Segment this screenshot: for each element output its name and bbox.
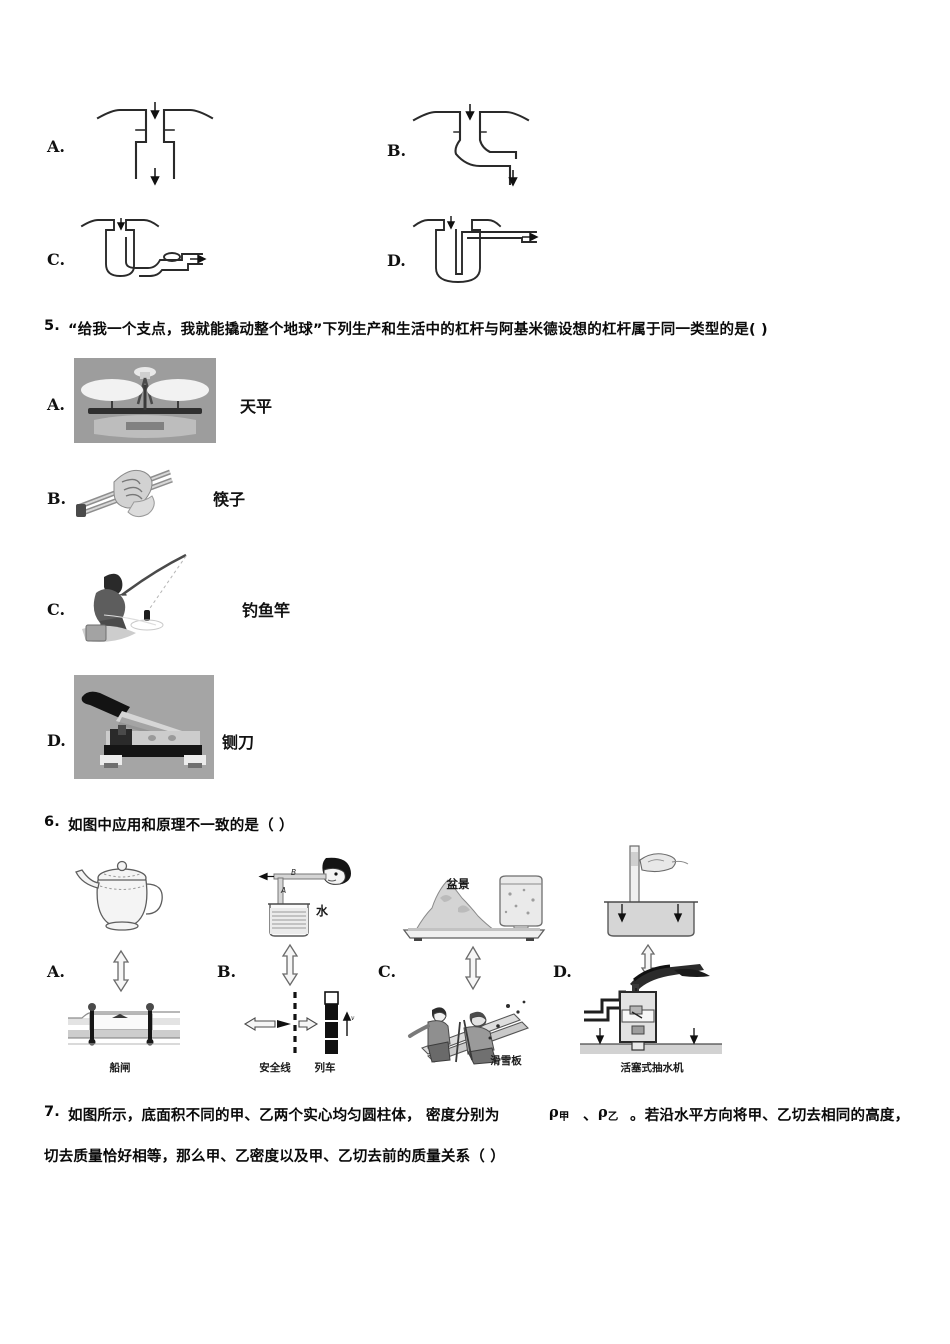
- q5-option-a-label: 天平: [240, 397, 273, 416]
- balance-scale-photo: [74, 358, 216, 443]
- cleaver-photo: [74, 675, 214, 779]
- q5-option-d-letter: D.: [47, 731, 66, 750]
- q6b-point-a-label: A: [281, 886, 287, 895]
- q6-option-c-arrow: [464, 945, 482, 991]
- train-caption: 列车: [314, 1062, 336, 1074]
- q4-option-d-letter: D.: [387, 251, 406, 270]
- q4-option-b-diagram: [410, 104, 540, 194]
- rho-yi-symbol: ρ乙: [598, 1104, 618, 1124]
- q6-option-c-letter: C.: [378, 962, 397, 981]
- q4-option-b-letter: B.: [387, 141, 407, 160]
- q6-option-b-arrow: [281, 943, 299, 987]
- fishing-rod-photo: [74, 553, 214, 649]
- rho-jia-symbol: ρ甲: [549, 1104, 569, 1124]
- q5-option-a-letter: A.: [47, 395, 65, 414]
- q4-option-d-diagram: [410, 216, 540, 292]
- svg-text:v: v: [351, 1015, 355, 1022]
- ski-board-caption: 滑雪板: [490, 1055, 522, 1067]
- question-5-text: “给我一个支点，我就能撬动整个地球”下列生产和生活中的杠杆与阿基米德设想的杠杆属…: [68, 322, 768, 338]
- q4-option-c-letter: C.: [47, 250, 66, 269]
- q5-option-c-letter: C.: [47, 600, 66, 619]
- question-7-line1-part2: 。若沿水平方向将甲、乙切去相同的高度，: [630, 1108, 910, 1124]
- ship-lock-drawing: [68, 1000, 180, 1052]
- piston-water-pump-drawing: [578, 962, 724, 1060]
- rho-2-subscript: 乙: [607, 1110, 619, 1123]
- question-7-number: 7.: [44, 1104, 60, 1120]
- question-5-number: 5.: [44, 318, 60, 334]
- q6b-point-b-label: B: [291, 868, 297, 877]
- q5-option-c-label: 钓鱼竿: [242, 601, 291, 620]
- q4-option-a-diagram: [90, 100, 220, 190]
- blowing-straw-in-water-drawing: [248, 856, 358, 942]
- bonsai-tray-drawing: [400, 868, 548, 941]
- ship-lock-caption: 船闸: [109, 1062, 131, 1074]
- rho-1: ρ: [549, 1104, 559, 1121]
- question-7-line2: 切去质量恰好相等，那么甲、乙密度以及甲、乙切去前的质量关系（ ）: [44, 1149, 505, 1165]
- q6-option-d-letter: D.: [553, 962, 572, 981]
- safety-line-caption: 安全线: [259, 1062, 291, 1074]
- rho-1-subscript: 甲: [558, 1110, 570, 1123]
- q6b-water-caption: 水: [315, 904, 328, 918]
- q6-option-a-arrow: [112, 949, 130, 993]
- piston-pump-caption: 活塞式抽水机: [620, 1062, 684, 1074]
- q6-option-b-letter: B.: [217, 962, 237, 981]
- q5-option-d-label: 铡刀: [222, 733, 255, 752]
- q6-option-a-letter: A.: [47, 962, 65, 981]
- train-safety-line-drawing: v: [243, 990, 365, 1060]
- question-7-line1-part1: 如图所示，底面积不同的甲、乙两个实心均匀圆柱体， 密度分别为: [68, 1108, 500, 1124]
- skiers-drawing: [398, 992, 546, 1065]
- chopsticks-photo: [74, 462, 204, 524]
- q4-option-a-letter: A.: [47, 137, 65, 156]
- question-6-text: 如图中应用和原理不一致的是（ ）: [68, 818, 294, 834]
- question-6-number: 6.: [44, 814, 60, 830]
- q4-option-c-diagram: [78, 218, 208, 290]
- rho-2: ρ: [598, 1104, 608, 1121]
- q5-option-b-letter: B.: [47, 489, 67, 508]
- teapot-drawing: [72, 860, 172, 938]
- straw-pipette-in-liquid-drawing: [592, 845, 710, 942]
- rho-separator: 、: [583, 1108, 598, 1124]
- q5-option-b-label: 筷子: [213, 490, 246, 509]
- bonsai-caption: 盆景: [446, 877, 470, 891]
